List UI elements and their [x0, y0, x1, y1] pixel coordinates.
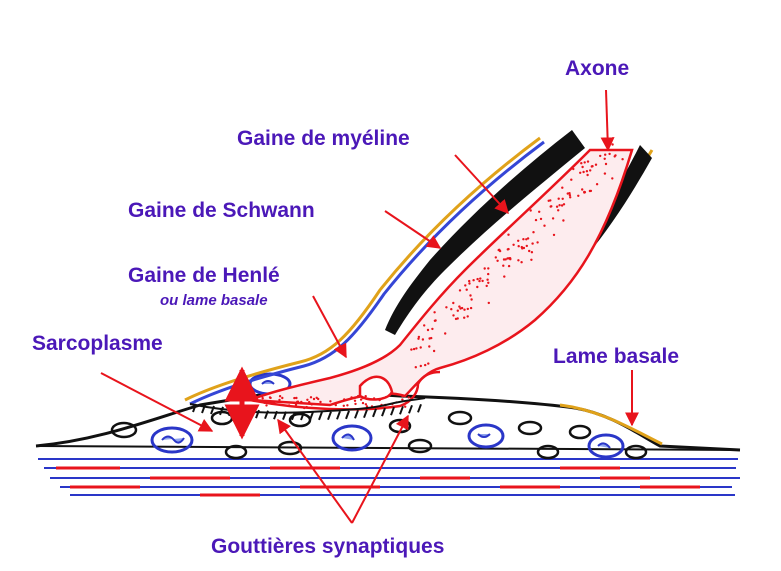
- label-gouttieres-synaptiques: Gouttières synaptiques: [211, 535, 445, 558]
- arrow-gouttiere-1: [277, 418, 353, 524]
- muscle-fibre-surface: [35, 391, 741, 452]
- label-lame-basale: Lame basale: [553, 345, 680, 368]
- muscle-fibre-lines: [38, 458, 740, 497]
- pointer-arrows: [100, 89, 639, 524]
- label-axone: Axone: [565, 57, 630, 80]
- synaptic-bulb: [358, 375, 394, 401]
- label-gaine-schwann: Gaine de Schwann: [128, 199, 315, 222]
- synaptic-vesicles: [260, 143, 624, 410]
- arrow-axone: [600, 89, 615, 152]
- arrow-myeline: [454, 154, 509, 215]
- basal-lamina-line: [559, 403, 663, 446]
- label-gaine-myeline: Gaine de myéline: [237, 127, 410, 150]
- muscle-nuclei-fill: [161, 380, 611, 449]
- arrow-gouttiere-2: [351, 414, 409, 524]
- arrow-schwann: [384, 210, 442, 249]
- myelin-right: [430, 145, 652, 362]
- arrow-henle: [312, 295, 347, 359]
- label-lame-basale-sub: ou lame basale: [160, 292, 268, 309]
- label-sarcoplasme: Sarcoplasme: [32, 332, 163, 355]
- axon: [249, 148, 634, 407]
- label-gaine-henle: Gaine de Henlé: [128, 264, 280, 287]
- arrow-sarcoplasme: [100, 372, 214, 432]
- myelin-left: [385, 130, 585, 335]
- synaptic-terminal-contour: [249, 370, 441, 411]
